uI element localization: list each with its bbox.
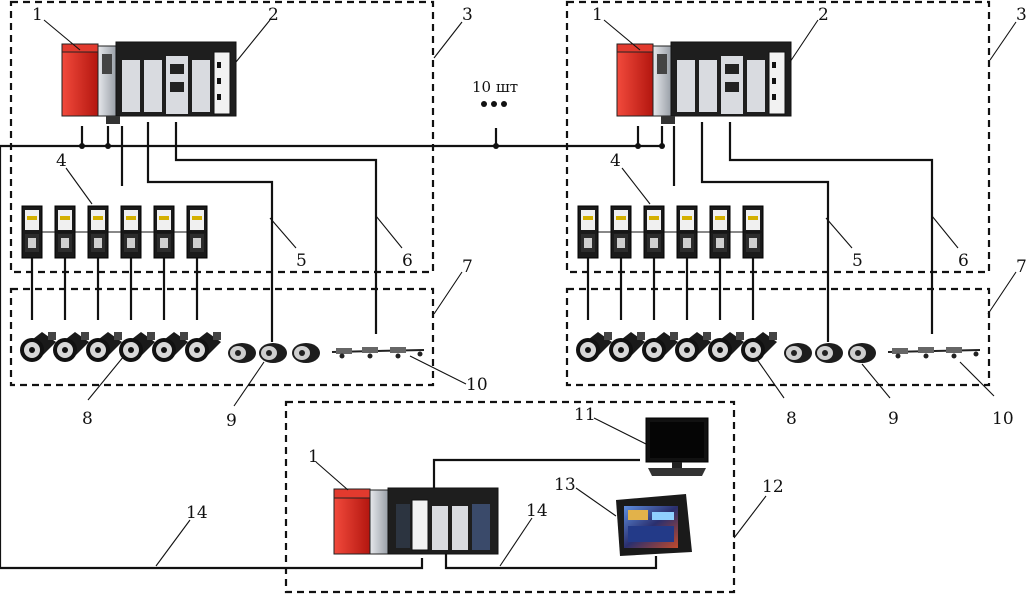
callout-9-right: 9 (888, 409, 899, 429)
callout-4-right: 4 (610, 151, 621, 171)
callout-2-left: 2 (268, 5, 279, 25)
callout-13: 13 (554, 475, 576, 495)
callout-labels: 1 2 3 4 5 6 7 8 9 10 1 2 3 4 5 6 7 8 9 1… (32, 5, 1027, 523)
encoders-left (228, 343, 320, 363)
callout-10-right: 10 (992, 409, 1014, 429)
network-node-dots (481, 101, 507, 107)
callout-9-left: 9 (226, 411, 237, 431)
callout-leaders (43, 19, 1017, 567)
plc-rack-left (61, 41, 237, 125)
station-right (565, 0, 991, 387)
callout-14-left: 14 (186, 503, 208, 523)
callout-11: 11 (574, 405, 596, 425)
callout-6-right: 6 (958, 251, 969, 271)
callout-7-right: 7 (1016, 257, 1027, 277)
encoders-right (784, 343, 876, 363)
servo-motors-left (20, 332, 221, 362)
callout-8-left: 8 (82, 409, 93, 429)
controller-cabinet-right (565, 0, 991, 274)
callout-3-left: 3 (462, 5, 473, 25)
servo-motors-right (576, 332, 777, 362)
field-devices-zone-right (565, 287, 991, 387)
operator-station-zone (284, 400, 736, 594)
callout-1-right: 1 (592, 5, 603, 25)
callout-6-left: 6 (402, 251, 413, 271)
callout-7-left: 7 (462, 257, 473, 277)
station-left (9, 0, 435, 387)
callout-8-right: 8 (786, 409, 797, 429)
network-bus: 10 шт (0, 78, 665, 570)
callout-2-right: 2 (818, 5, 829, 25)
limit-switches-left (331, 346, 425, 360)
plc-rack-central (333, 487, 499, 555)
callout-5-left: 5 (296, 251, 307, 271)
callout-14-right: 14 (526, 501, 548, 521)
callout-1-central: 1 (308, 447, 319, 467)
plc-rack-right (616, 41, 792, 125)
amp-to-motor-wires-right (586, 258, 755, 320)
limit-switches-right (887, 346, 981, 360)
callout-10-left: 10 (466, 375, 488, 395)
callout-1-left: 1 (32, 5, 43, 25)
hmi-panel (616, 494, 692, 556)
network-node-count: 10 шт (472, 78, 518, 96)
callout-12: 12 (762, 477, 784, 497)
pc-monitor (645, 417, 709, 476)
controller-cabinet-left (9, 0, 435, 274)
callout-4-left: 4 (56, 151, 67, 171)
amp-to-motor-wires-left (30, 258, 199, 320)
operator-station (284, 400, 736, 594)
callout-5-right: 5 (852, 251, 863, 271)
callout-3-right: 3 (1016, 5, 1027, 25)
field-devices-zone-left (9, 287, 435, 387)
